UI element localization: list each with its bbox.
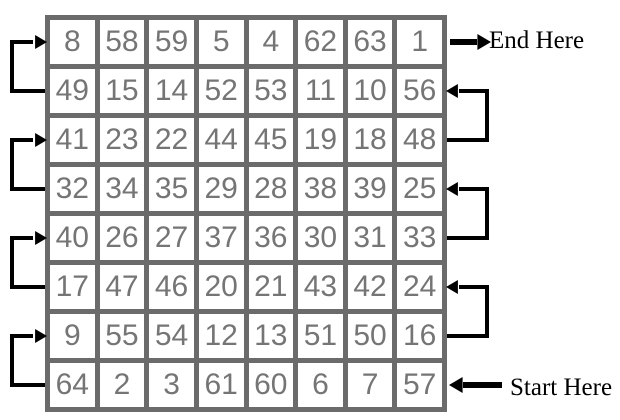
grid-cell-r7c6: 51 xyxy=(298,314,343,358)
grid-cell-r1c2: 58 xyxy=(99,20,145,64)
grid-cell-r6c3: 46 xyxy=(149,265,194,309)
grid-cell-r3c1: 41 xyxy=(50,118,95,162)
grid-cell-r2c4: 52 xyxy=(198,69,244,113)
grid-cell-r1c4: 5 xyxy=(198,20,244,64)
right-bracket-arrow-1 xyxy=(447,89,489,142)
left-bracket-arrow-3 xyxy=(10,236,45,289)
grid-cell-r7c5: 13 xyxy=(248,314,294,358)
grid-cell-r1c3: 59 xyxy=(149,20,194,64)
grid-cell-r5c4: 37 xyxy=(198,216,244,260)
grid-cell-r3c5: 45 xyxy=(248,118,294,162)
right-bracket-arrowhead-1 xyxy=(446,84,458,98)
grid-cell-r2c7: 10 xyxy=(347,69,393,113)
grid-cell-r3c3: 22 xyxy=(149,118,194,162)
grid-cell-r2c8: 56 xyxy=(397,69,442,113)
grid-cell-r4c8: 25 xyxy=(397,167,442,211)
grid-cell-r5c5: 36 xyxy=(248,216,294,260)
grid-cell-r7c1: 9 xyxy=(50,314,95,358)
grid-cell-r8c8: 57 xyxy=(397,363,442,407)
grid-cell-r4c2: 34 xyxy=(99,167,145,211)
right-bracket-arrow-2 xyxy=(447,187,489,240)
grid-cell-r7c4: 12 xyxy=(198,314,244,358)
grid-cell-r5c8: 33 xyxy=(397,216,442,260)
grid-cell-r8c5: 60 xyxy=(248,363,294,407)
grid-cell-r4c1: 32 xyxy=(50,167,95,211)
right-bracket-arrowhead-3 xyxy=(446,280,458,294)
grid-cell-r3c2: 23 xyxy=(99,118,145,162)
grid-cell-r8c6: 6 xyxy=(298,363,343,407)
grid-cell-r3c4: 44 xyxy=(198,118,244,162)
grid-cell-r2c2: 15 xyxy=(99,69,145,113)
grid-cell-r1c6: 62 xyxy=(298,20,343,64)
left-bracket-arrow-4 xyxy=(10,334,45,387)
left-bracket-arrow-1 xyxy=(10,40,45,93)
grid-cell-r2c5: 53 xyxy=(248,69,294,113)
grid-cell-r6c7: 42 xyxy=(347,265,393,309)
grid-cell-r7c2: 55 xyxy=(99,314,145,358)
right-bracket-arrowhead-2 xyxy=(446,182,458,196)
grid-cell-r4c7: 39 xyxy=(347,167,393,211)
grid-cell-r7c8: 16 xyxy=(397,314,442,358)
grid-cell-r3c8: 48 xyxy=(397,118,442,162)
grid-cell-r6c1: 17 xyxy=(50,265,95,309)
grid-cell-r4c6: 38 xyxy=(298,167,343,211)
grid-cell-r4c5: 28 xyxy=(248,167,294,211)
grid-cell-r2c1: 49 xyxy=(50,69,95,113)
grid-cell-r3c6: 19 xyxy=(298,118,343,162)
grid-cell-r4c3: 35 xyxy=(149,167,194,211)
grid-cell-r5c7: 31 xyxy=(347,216,393,260)
grid-cell-r5c6: 30 xyxy=(298,216,343,260)
grid-cell-r2c3: 14 xyxy=(149,69,194,113)
start-here-label: Start Here xyxy=(510,374,613,401)
grid-cell-r6c8: 24 xyxy=(397,265,442,309)
grid-cell-r5c3: 27 xyxy=(149,216,194,260)
grid-cell-r6c6: 43 xyxy=(298,265,343,309)
grid-cell-r7c7: 50 xyxy=(347,314,393,358)
grid-cell-r7c3: 54 xyxy=(149,314,194,358)
grid-cell-r1c5: 4 xyxy=(248,20,294,64)
grid-cell-r6c5: 21 xyxy=(248,265,294,309)
right-bracket-arrow-3 xyxy=(447,285,489,338)
grid-cell-r1c1: 8 xyxy=(50,20,95,64)
start-here-arrowhead xyxy=(449,377,463,393)
grid-cell-r4c4: 29 xyxy=(198,167,244,211)
end-here-label: End Here xyxy=(489,27,585,54)
grid-cell-r8c4: 61 xyxy=(198,363,244,407)
grid-cell-r6c4: 20 xyxy=(198,265,244,309)
grid-cell-r5c2: 26 xyxy=(99,216,145,260)
grid-cell-r6c2: 47 xyxy=(99,265,145,309)
grid-cell-r8c1: 64 xyxy=(50,363,95,407)
left-bracket-arrow-2 xyxy=(10,138,45,191)
grid-cell-r1c8: 1 xyxy=(397,20,442,64)
grid-cell-r8c7: 7 xyxy=(347,363,393,407)
grid-cell-r8c2: 2 xyxy=(99,363,145,407)
grid-cell-r1c7: 63 xyxy=(347,20,393,64)
grid-cell-r3c7: 18 xyxy=(347,118,393,162)
grid-cell-r8c3: 3 xyxy=(149,363,194,407)
grid-cell-r5c1: 40 xyxy=(50,216,95,260)
grid-cell-r2c6: 11 xyxy=(298,69,343,113)
